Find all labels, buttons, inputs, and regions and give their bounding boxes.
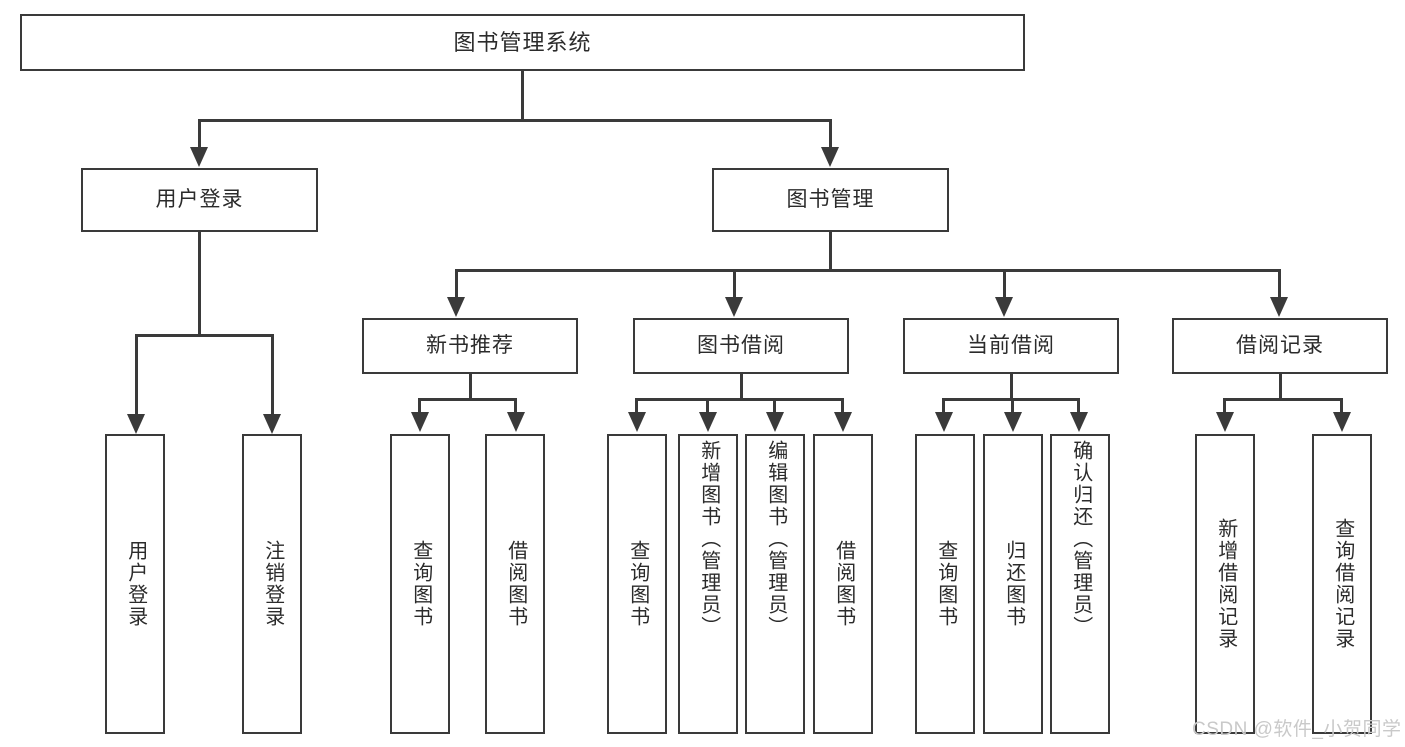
leaf-bb-query-book[interactable]: 查询图书 [607,434,667,734]
node-new-book-recommend[interactable]: 新书推荐 [362,318,578,374]
arrowhead-root-to-book-management [821,147,839,167]
leaf-br-query-record[interactable]: 查询借阅记录 [1312,434,1372,734]
node-label: 用户登录 [155,187,244,211]
connector-cb-to-leaf-2 [1011,398,1014,414]
node-root-book-management-system[interactable]: 图书管理系统 [20,14,1025,71]
connector-br-bus [1223,398,1342,401]
node-label: 查询图书 [409,540,432,628]
connector-user-login-bus [135,334,274,337]
connector-nbr-to-leaf-2 [514,398,517,414]
node-label: 新书推荐 [426,333,514,357]
connector-bb-to-leaf-2 [706,398,709,414]
leaf-cb-confirm-return-admin[interactable]: 确认归还（管理员） [1050,434,1110,734]
connector-bb-to-leaf-1 [635,398,638,414]
node-label: 借阅图书 [832,540,855,628]
connector-bb-bus [635,398,843,401]
leaf-user-logout[interactable]: 注销登录 [242,434,302,734]
node-label: 查询图书 [934,540,957,628]
arrowhead-cb-to-leaf-2 [1004,412,1022,432]
leaf-cb-return-book[interactable]: 归还图书 [983,434,1043,734]
arrowhead-bb-to-leaf-2 [699,412,717,432]
arrowhead-br-to-leaf-2 [1333,412,1351,432]
connector-root-to-user-login [198,119,201,149]
node-borrow-record[interactable]: 借阅记录 [1172,318,1388,374]
arrowhead-bb-to-leaf-4 [834,412,852,432]
node-current-borrow[interactable]: 当前借阅 [903,318,1119,374]
connector-bb-stem [740,374,743,400]
node-label: 编辑图书（管理员） [764,440,787,638]
node-label: 注销登录 [261,540,284,628]
arrowhead-cb-to-leaf-1 [935,412,953,432]
node-label: 借阅记录 [1236,333,1324,357]
watermark-text: CSDN @软件_小贺同学 [1192,719,1402,740]
connector-br-stem [1279,374,1282,400]
connector-bb-to-leaf-3 [773,398,776,414]
connector-user-login-to-leaf-2 [271,334,274,416]
connector-root-bus [198,119,832,122]
node-label: 用户登录 [124,540,147,628]
node-label: 确认归还（管理员） [1069,440,1092,638]
leaf-cb-query-book[interactable]: 查询图书 [915,434,975,734]
arrowhead-nbr-to-leaf-1 [411,412,429,432]
connector-nbr-bus [418,398,517,401]
node-book-borrow[interactable]: 图书借阅 [633,318,849,374]
connector-nbr-stem [469,374,472,400]
leaf-user-login-query[interactable]: 用户登录 [105,434,165,734]
connector-book-management-stem [829,232,832,272]
node-label: 当前借阅 [967,333,1055,357]
node-book-management[interactable]: 图书管理 [712,168,949,232]
leaf-bb-add-book-admin[interactable]: 新增图书（管理员） [678,434,738,734]
leaf-br-add-record[interactable]: 新增借阅记录 [1195,434,1255,734]
node-label: 查询图书 [626,540,649,628]
node-label: 图书管理 [786,187,875,211]
arrowhead-user-login-to-leaf-2 [263,414,281,434]
connector-cb-stem [1010,374,1013,400]
node-label: 新增图书（管理员） [697,440,720,638]
connector-cb-to-leaf-1 [942,398,945,414]
arrowhead-bm-to-new-book [447,297,465,317]
node-label: 查询借阅记录 [1331,518,1354,650]
connector-br-to-leaf-2 [1340,398,1343,414]
leaf-bb-edit-book-admin[interactable]: 编辑图书（管理员） [745,434,805,734]
connector-bm-to-book-borrow [733,269,736,299]
node-label: 图书借阅 [697,333,785,357]
leaf-nbr-borrow-book[interactable]: 借阅图书 [485,434,545,734]
connector-bb-to-leaf-4 [841,398,844,414]
connector-bm-to-current-borrow [1003,269,1006,299]
node-label: 归还图书 [1002,540,1025,628]
connector-user-login-to-leaf-1 [135,334,138,416]
arrowhead-bm-to-current-borrow [995,297,1013,317]
node-label: 借阅图书 [504,540,527,628]
connector-cb-to-leaf-3 [1077,398,1080,414]
arrowhead-bb-to-leaf-3 [766,412,784,432]
arrowhead-bm-to-book-borrow [725,297,743,317]
arrowhead-nbr-to-leaf-2 [507,412,525,432]
connector-book-management-bus [455,269,1281,272]
connector-bm-to-new-book [455,269,458,299]
connector-user-login-stem [198,232,201,337]
connector-bm-to-borrow-record [1278,269,1281,299]
connector-br-to-leaf-1 [1223,398,1226,414]
arrowhead-cb-to-leaf-3 [1070,412,1088,432]
leaf-bb-borrow-book[interactable]: 借阅图书 [813,434,873,734]
connector-root-stem [521,71,524,121]
arrowhead-bm-to-borrow-record [1270,297,1288,317]
connector-nbr-to-leaf-1 [418,398,421,414]
arrowhead-user-login-to-leaf-1 [127,414,145,434]
connector-root-to-book-management [829,119,832,149]
arrowhead-root-to-user-login [190,147,208,167]
node-label: 图书管理系统 [453,29,592,55]
leaf-nbr-query-book[interactable]: 查询图书 [390,434,450,734]
node-user-login[interactable]: 用户登录 [81,168,318,232]
arrowhead-br-to-leaf-1 [1216,412,1234,432]
node-label: 新增借阅记录 [1214,518,1237,650]
arrowhead-bb-to-leaf-1 [628,412,646,432]
